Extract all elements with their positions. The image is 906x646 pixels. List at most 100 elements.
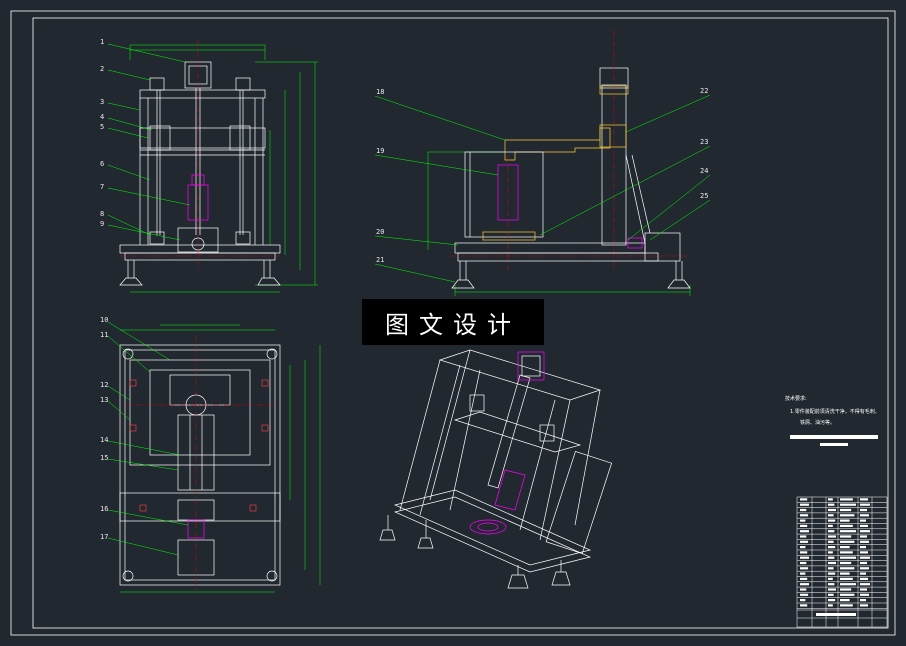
- parts-list-cell-mark: [840, 556, 856, 559]
- parts-list-cell-mark: [860, 535, 867, 538]
- parts-list-cell-mark: [828, 556, 835, 559]
- part-label: 7: [100, 183, 104, 191]
- parts-list-cell-mark: [800, 514, 809, 517]
- parts-list-cell-mark: [800, 546, 806, 549]
- parts-list-cell-mark: [800, 535, 807, 538]
- parts-list-cell-mark: [860, 561, 867, 565]
- parts-list-cell-mark: [800, 519, 806, 522]
- parts-list-cell-mark: [840, 503, 856, 506]
- parts-list-cell-mark: [828, 604, 833, 607]
- parts-list-cell-mark: [860, 524, 868, 527]
- parts-list-cell-mark: [828, 583, 835, 586]
- parts-list-cell-mark: [828, 546, 836, 549]
- parts-list-cell-mark: [800, 524, 808, 527]
- parts-list-cell-mark: [840, 540, 855, 543]
- part-label: 3: [100, 98, 104, 106]
- part-label: 12: [100, 381, 108, 389]
- part-label: 10: [100, 316, 108, 324]
- part-label: 19: [376, 147, 384, 155]
- tech-notes-heading: 技术要求:: [785, 395, 807, 402]
- part-label: 25: [700, 192, 708, 200]
- parts-list-cell-mark: [828, 567, 834, 570]
- parts-list-cell-mark: [828, 561, 836, 565]
- parts-list-cell-mark: [860, 588, 867, 591]
- part-label: 16: [100, 505, 108, 513]
- parts-list-cell-mark: [828, 514, 834, 517]
- part-label: 18: [376, 88, 384, 96]
- notes-underline: [790, 435, 878, 439]
- parts-list-cell-mark: [828, 524, 833, 527]
- parts-list-cell-mark: [860, 599, 866, 602]
- parts-list-cell-mark: [860, 551, 868, 554]
- parts-list-cell-mark: [860, 519, 866, 522]
- part-label: 23: [700, 138, 708, 146]
- parts-list-cell-mark: [860, 546, 866, 549]
- tech-notes-line1: 1.零件装配前须清洗干净，不得有毛刺、: [790, 408, 880, 415]
- parts-list-cell-mark: [828, 508, 836, 512]
- parts-list-cell-mark: [860, 604, 868, 607]
- parts-list-cell-mark: [800, 561, 807, 565]
- parts-list-cell-mark: [840, 583, 856, 586]
- part-label: 14: [100, 436, 108, 444]
- part-label: 6: [100, 160, 104, 168]
- parts-list-cell-mark: [800, 593, 809, 596]
- part-label: 11: [100, 331, 108, 339]
- parts-list-cell-mark: [840, 551, 853, 554]
- parts-list-cell-mark: [828, 530, 835, 533]
- top-view: [107, 321, 321, 593]
- parts-list-cell-mark: [840, 546, 850, 549]
- part-label: 15: [100, 454, 108, 462]
- parts-list-cell-mark: [828, 572, 836, 575]
- parts-list-cell-mark: [828, 588, 836, 591]
- parts-list-cell-mark: [860, 514, 869, 517]
- parts-list-cell-mark: [840, 567, 855, 570]
- part-label: 1: [100, 38, 104, 46]
- notes-underline-short: [820, 443, 848, 446]
- parts-list-cell-mark: [800, 551, 808, 554]
- parts-list-cell-mark: [860, 567, 869, 570]
- parts-list-cell-mark: [800, 577, 808, 580]
- parts-list-cell-mark: [800, 530, 809, 533]
- part-label: 22: [700, 87, 708, 95]
- technical-notes: 技术要求: 1.零件装配前须清洗干净，不得有毛刺、 铁屑、油污等。: [785, 395, 880, 446]
- parts-list-cell-mark: [828, 519, 836, 522]
- parts-list-cell-mark: [828, 498, 833, 501]
- front-view-labels: 1 2 3 4 5 6 7 8 9: [100, 38, 104, 228]
- part-label: 2: [100, 65, 104, 73]
- parts-list-cell-mark: [800, 599, 806, 602]
- parts-list-cell-mark: [828, 551, 833, 554]
- parts-list-cell-mark: [860, 556, 870, 559]
- part-label: 20: [376, 228, 384, 236]
- isometric-view: [379, 349, 613, 589]
- parts-list-cell-mark: [800, 567, 809, 570]
- parts-list-cell-mark: [840, 593, 855, 596]
- parts-list-cell-mark: [840, 535, 852, 538]
- side-view-labels: 18 19 20 21 22 23 24 25: [376, 87, 708, 264]
- parts-list-cell-mark: [840, 577, 853, 580]
- title-block: [796, 496, 888, 628]
- part-label: 4: [100, 113, 104, 121]
- parts-list-cell-mark: [800, 498, 808, 501]
- parts-list-cell-mark: [828, 503, 835, 506]
- parts-list-cell-mark: [860, 503, 870, 506]
- parts-list-cell-mark: [800, 588, 807, 591]
- parts-list-cell-mark: [800, 503, 809, 506]
- part-label: 24: [700, 167, 708, 175]
- parts-list-cell-mark: [840, 604, 853, 607]
- parts-list-cell-mark: [800, 540, 809, 543]
- parts-list-cell-mark: [860, 593, 869, 596]
- parts-list-cell-mark: [860, 530, 870, 533]
- parts-list-cell-mark: [860, 498, 868, 501]
- parts-list-cell-mark: [840, 530, 856, 533]
- parts-list-cell-mark: [800, 572, 806, 575]
- parts-list-cell-mark: [860, 572, 866, 575]
- tech-notes-line2: 铁屑、油污等。: [800, 419, 835, 426]
- part-label: 17: [100, 533, 108, 541]
- watermark-box: 图文设计: [362, 299, 544, 345]
- top-view-labels: 10 11 12 13 14 15 16 17: [100, 316, 108, 541]
- part-label: 21: [376, 256, 384, 264]
- parts-list-cell-mark: [860, 577, 868, 580]
- parts-list-cell-mark: [800, 583, 809, 586]
- parts-list-cell-mark: [828, 577, 833, 580]
